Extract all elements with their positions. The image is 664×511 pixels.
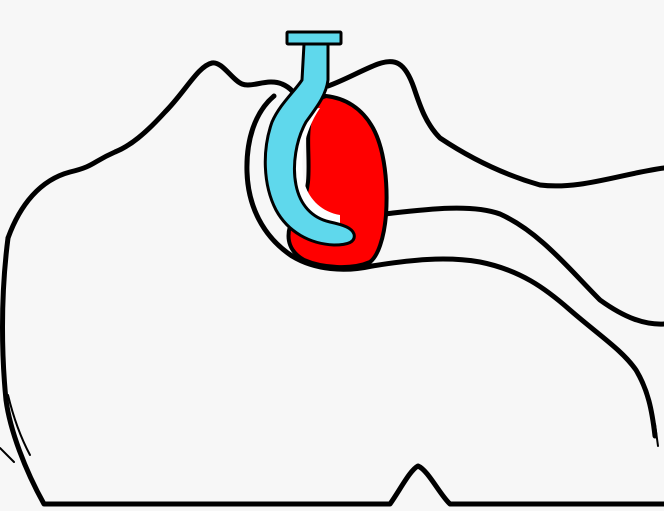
airway-flange <box>287 32 341 44</box>
